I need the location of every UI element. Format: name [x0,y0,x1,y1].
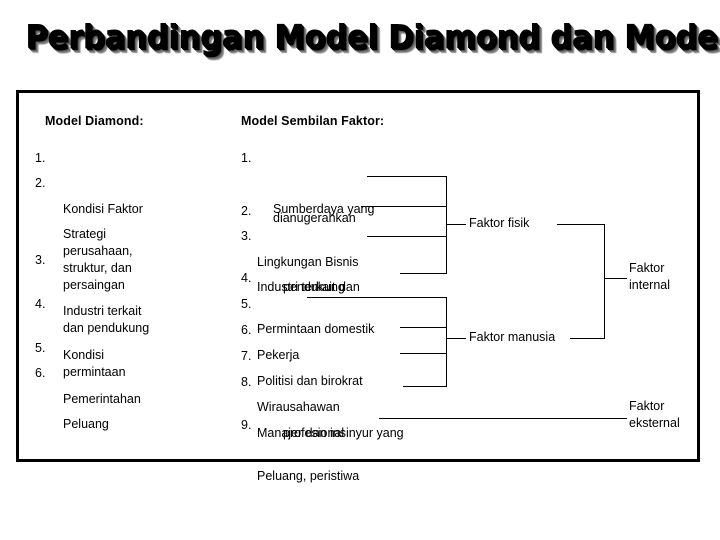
list-item-text: Peluang, peristiwa [257,469,360,483]
list-item-text: pendukung [283,280,345,294]
connector-line-domestic-demand [400,273,447,274]
bracket-spine-physical [446,176,447,274]
list-item: 9. Peluang, peristiwa [241,417,359,519]
page-title: Perbandingan Model Diamond dan Model Sem… [25,17,720,56]
list-item-number: 3. [241,229,252,243]
connector-human-stub [446,338,466,339]
list-item-text: Strategi perusahaan, struktur, dan persa… [63,227,133,292]
list-item: 5. Pekerja [241,296,299,398]
list-item-text: Lingkungan Bisnis [257,255,359,269]
list-item-text: Peluang [63,417,109,431]
list-item: 2. Strategi perusahaan, struktur, dan pe… [35,175,225,328]
list-item-number: 6. [241,323,252,337]
connector-line-external [379,418,627,419]
list-item: 6. Politisi dan birokrat [241,322,363,424]
list-item-number: 1. [35,151,46,165]
list-item-number: 8. [241,375,252,389]
left-column-heading: Model Diamond: [45,114,144,128]
list-item: 7. Wirausahawan [241,348,340,450]
list-item: 3. Industri terkait dan [241,228,360,330]
list-item-text: Pekerja [257,348,300,362]
diagram-panel: Model Diamond: 1. Kondisi Faktor 2. Stra… [16,90,700,483]
list-item-number: 5. [35,341,46,355]
connector-line-related-industry [367,236,447,237]
group-label-external: Faktor eksternal [629,399,680,430]
list-item-number: 3. [35,253,46,267]
list-item: 5. Pemerintahan [35,340,225,442]
list-item-text: Industri terkait dan pendukung [63,304,150,335]
list-item-number: 2. [35,176,46,190]
connector-line-politicians [400,327,447,328]
list-item-text: Industri terkait dan [257,280,360,294]
list-item-text: profesional [283,426,345,440]
list-item-number: 4. [35,297,46,311]
list-item: dianugerahkan [241,176,356,261]
connector-line-entrepreneurs [400,353,447,354]
list-item: 4. Kondisi permintaan [35,296,225,415]
list-item: profesional [241,391,344,476]
list-item-text: Permintaan domestik [257,322,375,336]
connector-internal-stub [604,278,627,279]
list-item-text: Pemerintahan [63,392,141,406]
list-item-number: 7. [241,349,252,363]
connector-physical-to-internal [557,224,605,225]
connector-line-business-env [361,206,447,207]
group-label-human: Faktor manusia [469,330,556,344]
bracket-spine-human [446,297,447,386]
list-item: pendukung [241,245,345,330]
list-item-number: 5. [241,297,252,311]
list-item-text: Manajer dan insinyur yang [257,426,404,440]
list-item-text: Kondisi Faktor [63,202,143,216]
list-item: 2. Lingkungan Bisnis [241,203,358,305]
list-item: 8. Manajer dan insinyur yang [241,374,404,476]
list-item: 1. Kondisi Faktor [35,150,225,252]
list-item: 6. Peluang [35,365,225,467]
list-item-number: 2. [241,204,252,218]
list-item-text: Sumberdaya yang [273,202,375,216]
list-item-text: dianugerahkan [273,211,356,225]
list-item-number: 1. [241,151,252,165]
middle-column-heading: Model Sembilan Faktor: [241,114,385,128]
list-item-number: 6. [35,366,46,380]
list-item: 1. Sumberdaya yang [241,150,374,252]
list-item-text: Politisi dan birokrat [257,374,363,388]
list-item-text: Wirausahawan [257,400,340,414]
list-item-number: 4. [241,271,252,285]
connector-physical-stub [446,224,466,225]
bracket-spine-internal [604,224,605,339]
connector-line-resources [367,176,447,177]
connector-line-workers [307,297,447,298]
group-label-physical: Faktor fisik [469,216,530,230]
group-label-internal: Faktor internal [629,261,670,292]
connector-line-managers [403,386,447,387]
list-item: 3. Industri terkait dan pendukung [35,252,225,371]
list-item-text: Kondisi permintaan [63,348,126,379]
list-item-number: 9. [241,418,252,432]
list-item: 4. Permintaan domestik [241,270,374,372]
connector-human-to-internal [570,338,605,339]
